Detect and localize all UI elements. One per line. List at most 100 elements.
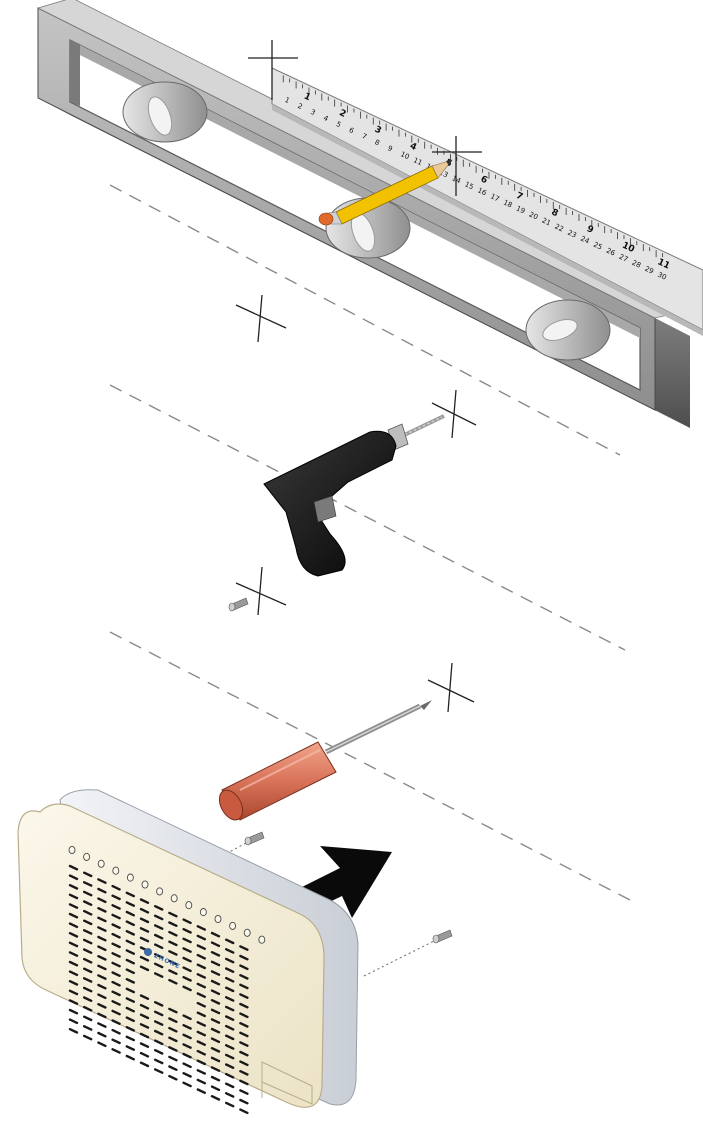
- status-led: [156, 887, 164, 896]
- vent-slot: [239, 1041, 249, 1047]
- router-led-row: [68, 845, 266, 944]
- vent-slot: [239, 1050, 249, 1057]
- vent-slot: [168, 1007, 178, 1014]
- vent-slot: [139, 1032, 150, 1039]
- ruler-major-label: 3: [373, 125, 383, 137]
- vent-slot: [196, 973, 207, 979]
- vent-slot: [153, 905, 164, 911]
- router-icon: ZHONE: [17, 789, 359, 1115]
- vent-slot: [125, 910, 136, 917]
- vent-slot: [153, 914, 164, 921]
- vent-slot: [125, 978, 136, 984]
- vent-slot: [182, 1023, 192, 1030]
- ruler-minor-label: 21: [541, 216, 552, 227]
- vent-slot: [111, 990, 121, 997]
- ruler-major-label: 1: [302, 92, 312, 104]
- vent-slot: [182, 966, 192, 973]
- vent-slot: [111, 1048, 121, 1054]
- vent-slot: [97, 955, 107, 961]
- vent-slot: [111, 942, 121, 949]
- vent-slot: [168, 1026, 178, 1033]
- vent-slot: [182, 985, 192, 992]
- vent-slot: [224, 1101, 235, 1108]
- vent-slot: [210, 931, 221, 938]
- ruler-minor-label: 24: [579, 235, 591, 246]
- ruler-major-label: 8: [550, 208, 560, 220]
- vent-slot: [68, 951, 79, 957]
- vent-slot: [210, 951, 221, 957]
- vent-slot: [168, 911, 178, 918]
- vent-slot: [196, 1078, 207, 1085]
- vent-slot: [224, 948, 235, 954]
- screw-icon: [221, 831, 265, 857]
- vent-slot: [210, 1066, 221, 1072]
- vent-slot: [182, 1043, 192, 1049]
- vent-slot: [68, 970, 79, 977]
- vent-slot: [182, 1014, 192, 1021]
- guide-line-2: [109, 384, 626, 651]
- vent-slot: [97, 1012, 107, 1019]
- vent-slot: [168, 930, 178, 937]
- crosshair-mark: [248, 40, 298, 100]
- vent-slot: [111, 1038, 121, 1045]
- vent-slot: [224, 1034, 235, 1041]
- ruler-minor-label: 7: [361, 132, 368, 141]
- status-led: [126, 873, 134, 882]
- ruler-minor-label: 22: [553, 223, 564, 234]
- vent-slot: [111, 923, 121, 929]
- vent-slot: [168, 978, 178, 985]
- ruler-minor-label: 18: [502, 198, 513, 209]
- ruler-minor-label: 4: [322, 114, 330, 123]
- status-led: [170, 894, 178, 903]
- vent-slot: [196, 963, 207, 970]
- vent-slot: [153, 1058, 164, 1065]
- vent-slot: [182, 928, 192, 934]
- ruler-major-label: 4: [408, 141, 418, 153]
- vent-slot: [182, 1062, 192, 1069]
- vent-slot: [196, 1069, 207, 1075]
- vent-slot: [196, 944, 207, 950]
- vent-slot: [139, 1061, 150, 1068]
- vent-slot: [97, 964, 107, 971]
- vent-slot: [125, 1006, 136, 1013]
- vent-slot: [196, 992, 207, 998]
- crosshair-mark: [235, 566, 287, 616]
- vent-slot: [196, 953, 207, 960]
- vent-slot: [97, 897, 107, 904]
- status-led: [83, 852, 91, 861]
- drill-icon: [263, 414, 445, 577]
- vent-slot: [82, 948, 93, 954]
- vent-slot: [68, 893, 79, 900]
- ruler-minor-label: 16: [476, 186, 488, 197]
- vent-slot: [210, 1056, 221, 1063]
- ruler-minor-label: 2: [296, 102, 303, 111]
- vent-slot: [111, 980, 121, 987]
- vent-slot: [97, 878, 107, 884]
- vent-slot: [153, 1001, 164, 1007]
- vent-slot: [97, 983, 107, 990]
- vent-slot: [139, 955, 150, 962]
- vent-slot: [168, 940, 178, 947]
- ruler-minor-label: 26: [605, 247, 617, 258]
- vent-slot: [82, 881, 93, 887]
- guide-line-3: [109, 631, 631, 901]
- vent-slot: [210, 1018, 221, 1024]
- level-icon: [36, 0, 692, 428]
- vent-slot: [82, 1015, 93, 1022]
- vent-slot: [224, 986, 235, 993]
- vent-slot: [139, 1013, 150, 1020]
- vent-slot: [224, 1015, 235, 1021]
- vent-slot: [210, 989, 221, 996]
- ruler-major-label: 7: [514, 191, 524, 203]
- vent-slot: [82, 919, 93, 926]
- vent-slot: [239, 954, 249, 961]
- vent-slot: [97, 916, 107, 923]
- vent-slot: [68, 884, 79, 890]
- vent-slot: [125, 930, 136, 936]
- vent-slot: [82, 986, 93, 993]
- vent-slot: [68, 1008, 79, 1015]
- crosshair-mark: [432, 136, 482, 196]
- ruler-minor-label: 10: [399, 150, 410, 161]
- vent-slot: [168, 1036, 178, 1043]
- ruler-minor-label: 5: [335, 120, 342, 129]
